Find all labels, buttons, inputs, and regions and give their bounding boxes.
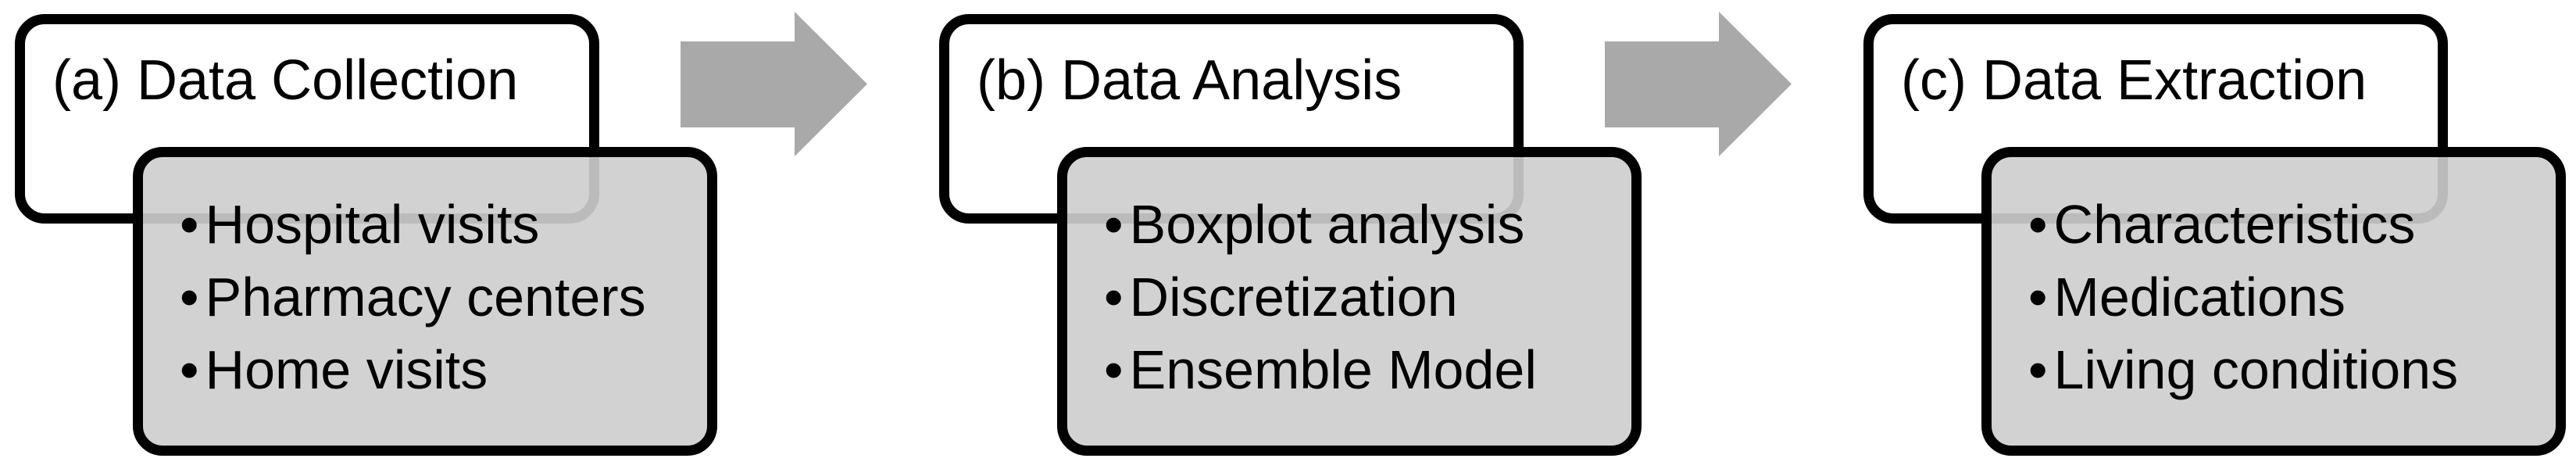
bullet-text: Pharmacy centers [205,267,646,328]
bullet-dot-icon: • [1104,267,1124,328]
bullet-item: •Pharmacy centers [180,261,699,334]
bullet-dot-icon: • [1104,194,1124,255]
bullet-item: •Discretization [1104,261,1624,334]
bullet-dot-icon: • [180,267,199,328]
stage-data-extraction: (c) Data Extraction •Characteristics •Me… [1849,0,2576,469]
bullet-item: •Medications [2028,261,2548,334]
bullet-item: •Ensemble Model [1104,334,1624,406]
note-box-data-collection: •Hospital visits •Pharmacy centers •Home… [133,147,717,456]
stage-title: (c) Data Extraction [1901,49,2367,112]
stage-data-collection: (a) Data Collection •Hospital visits •Ph… [0,0,924,469]
bullet-text: Living conditions [2053,339,2459,400]
bullet-item: •Home visits [180,334,699,406]
bullet-dot-icon: • [1104,339,1124,400]
bullet-list: •Characteristics •Medications •Living co… [1992,157,2556,406]
bullet-dot-icon: • [2028,194,2048,255]
bullet-item: •Living conditions [2028,334,2548,406]
stage-data-analysis: (b) Data Analysis •Boxplot analysis •Dis… [924,0,1849,469]
bullet-item: •Boxplot analysis [1104,188,1624,261]
bullet-list: •Boxplot analysis •Discretization •Ensem… [1067,157,1631,406]
stage-title: (b) Data Analysis [977,49,1402,112]
note-box-data-extraction: •Characteristics •Medications •Living co… [1981,147,2566,456]
bullet-dot-icon: • [2028,267,2048,328]
bullet-text: Home visits [205,339,488,400]
bullet-list: •Hospital visits •Pharmacy centers •Home… [143,157,707,406]
stage-title: (a) Data Collection [52,49,519,112]
note-box-data-analysis: •Boxplot analysis •Discretization •Ensem… [1057,147,1642,456]
bullet-item: •Characteristics [2028,188,2548,261]
bullet-text: Hospital visits [205,194,540,255]
bullet-text: Characteristics [2053,194,2416,255]
flow-arrow-right-icon [1605,12,1792,156]
bullet-dot-icon: • [180,194,199,255]
bullet-text: Ensemble Model [1129,339,1537,400]
bullet-text: Medications [2053,267,2346,328]
bullet-text: Discretization [1129,267,1458,328]
bullet-item: •Hospital visits [180,188,699,261]
bullet-text: Boxplot analysis [1129,194,1525,255]
bullet-dot-icon: • [2028,339,2048,400]
bullet-dot-icon: • [180,339,199,400]
flow-arrow-right-icon [681,12,867,156]
